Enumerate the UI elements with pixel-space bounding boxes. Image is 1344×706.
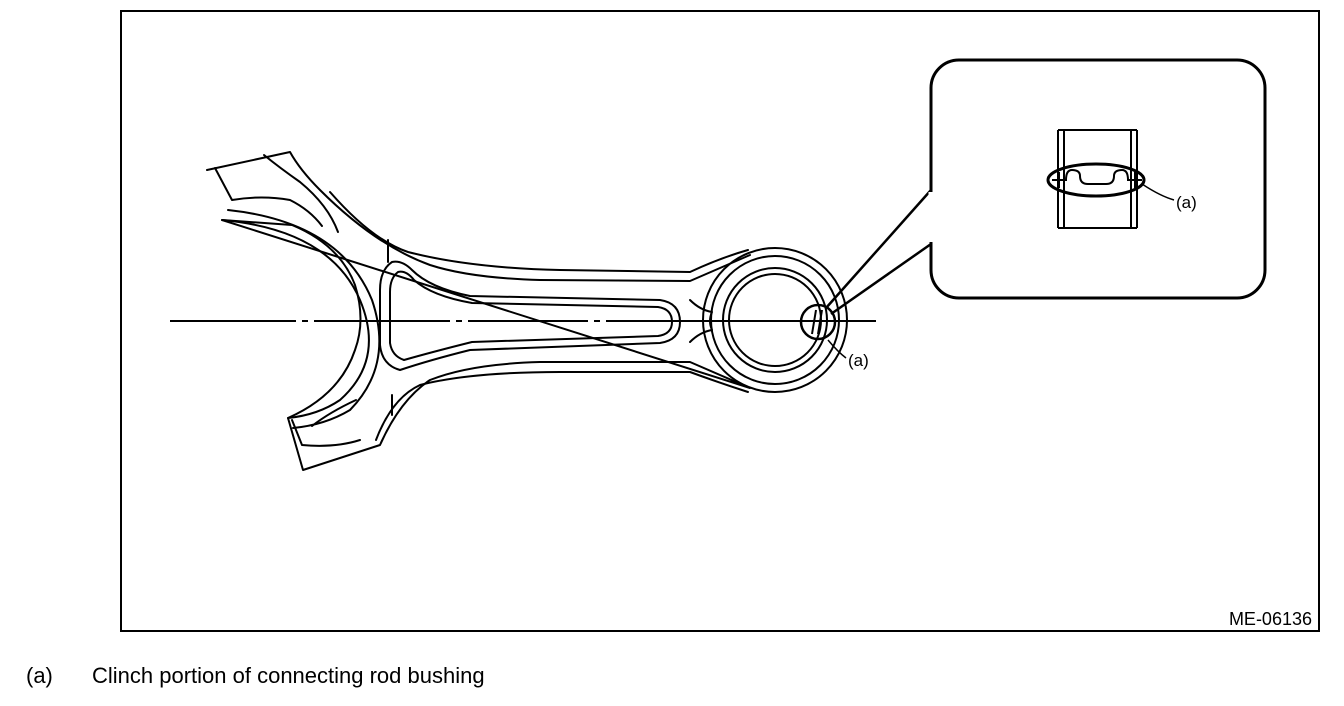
bushing-section-detail [1046, 129, 1175, 229]
big-end-lower-flange [311, 399, 357, 427]
beam-pocket-inner [389, 270, 673, 361]
big-end-cap-detail [214, 167, 361, 447]
big-end-bore-inner [227, 209, 381, 429]
big-end-bore [221, 219, 370, 419]
clinch-wave [1052, 168, 1142, 185]
zoom-leader-lines [825, 189, 932, 316]
beam-web-outer [329, 191, 749, 273]
detail-marker [799, 303, 837, 341]
legend-text: Clinch portion of connecting rod bushing [92, 663, 485, 688]
connecting-rod [206, 151, 848, 471]
callout-label-detail: (a) [1176, 193, 1197, 212]
callout-label-small-end: (a) [848, 351, 869, 370]
big-end-left-flange [263, 154, 339, 233]
detail-callout-box [929, 58, 1267, 300]
beam-pocket [379, 260, 681, 371]
figure-code: ME-06136 [1229, 609, 1312, 629]
big-end-outer-profile [206, 151, 751, 471]
clinch-highlight-ellipse [1046, 162, 1146, 198]
beam-web-outer-lower [375, 371, 749, 441]
detail-circle [799, 303, 837, 341]
legend-key: (a) [26, 663, 53, 688]
small-end-leader [827, 339, 847, 359]
